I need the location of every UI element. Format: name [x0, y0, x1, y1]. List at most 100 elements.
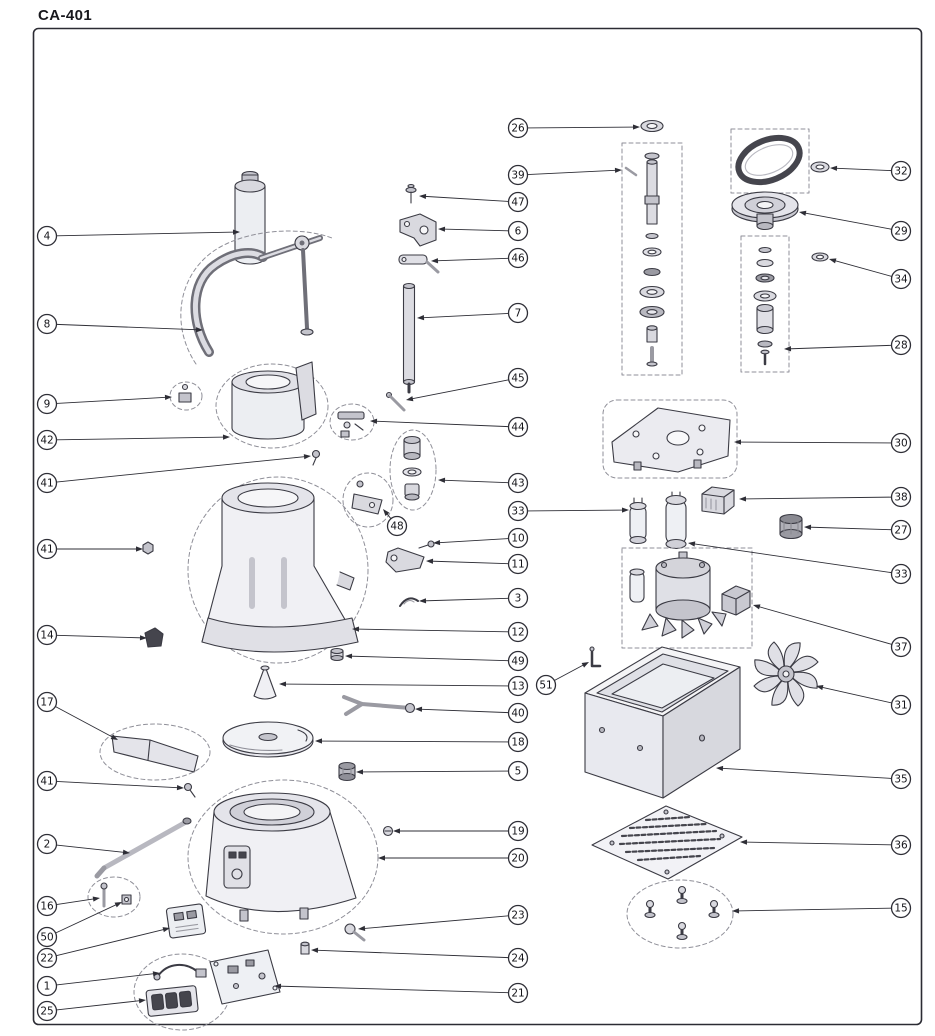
callout-29: 29 — [799, 210, 912, 242]
part-plug — [338, 761, 356, 782]
part-wrench-tool — [342, 695, 416, 716]
callout-number: 26 — [511, 123, 525, 135]
leader-line — [429, 560, 509, 565]
callout-bubble — [507, 500, 529, 522]
callout-number: 36 — [894, 840, 908, 852]
callout-number: 25 — [40, 1006, 53, 1018]
leader-line — [56, 844, 127, 854]
callout-26: 26 — [507, 117, 640, 139]
leader-arrowhead — [804, 524, 812, 530]
callout-bubble — [890, 563, 912, 585]
callout-bubble — [507, 820, 529, 842]
callout-16: 16 — [36, 895, 100, 917]
callout-number: 6 — [515, 226, 522, 238]
part-label-plate — [165, 903, 207, 939]
callout-24: 24 — [311, 947, 529, 969]
leader-arrowhead — [122, 849, 130, 855]
part-vent-plate — [591, 805, 743, 880]
callout-43: 43 — [438, 472, 529, 494]
leader-arrowhead — [274, 983, 282, 989]
part-feed-head — [215, 361, 329, 449]
callout-bubble — [36, 225, 58, 247]
callout-number: 46 — [511, 253, 525, 265]
part-wiring-switches — [133, 953, 231, 1031]
leader-arrowhead — [222, 434, 230, 440]
callout-30: 30 — [734, 432, 912, 454]
leader-arrowhead — [303, 454, 311, 460]
callout-15: 15 — [732, 897, 912, 919]
callout-number: 29 — [894, 226, 907, 238]
callout-number: 17 — [40, 697, 53, 709]
leader-line — [832, 259, 892, 277]
leader-arrowhead — [716, 765, 724, 772]
callout-bubble — [36, 770, 58, 792]
callout-39: 39 — [507, 164, 622, 186]
callout-number: 24 — [511, 953, 525, 965]
part-fan — [753, 641, 819, 707]
part-standoff-24 — [300, 941, 310, 955]
leader-arrowhead — [581, 662, 589, 668]
leader-line — [807, 526, 892, 531]
leader-arrowhead — [114, 902, 122, 908]
callout-bubble — [507, 587, 529, 609]
callout-number: 28 — [894, 340, 907, 352]
callout-bubble — [36, 393, 58, 415]
callout-bubble — [507, 847, 529, 869]
callout-36: 36 — [740, 834, 912, 856]
part-lever-kit — [342, 472, 394, 528]
part-pin-bushing — [87, 876, 141, 918]
callout-number: 5 — [515, 766, 522, 778]
callout-bubble — [36, 313, 58, 335]
leader-line — [802, 212, 892, 230]
leader-line — [56, 396, 169, 404]
callout-bubble — [890, 897, 912, 919]
callout-number: 14 — [40, 630, 54, 642]
callout-8: 8 — [36, 313, 203, 335]
callout-number: 27 — [894, 525, 907, 537]
leader-line — [56, 999, 143, 1011]
callout-19: 19 — [393, 820, 529, 842]
part-clamp — [398, 254, 440, 274]
leader-arrowhead — [311, 947, 319, 953]
callout-number: 45 — [511, 373, 524, 385]
leader-arrowhead — [358, 925, 366, 931]
callout-number: 51 — [539, 680, 552, 692]
callout-number: 22 — [40, 953, 53, 965]
callout-10: 10 — [433, 527, 529, 549]
part-ring-49 — [330, 647, 344, 662]
leader-line — [56, 973, 157, 986]
leader-line — [56, 898, 97, 906]
callout-49: 49 — [345, 650, 529, 672]
part-pin-45 — [385, 391, 406, 412]
leader-line — [355, 628, 509, 633]
callout-27: 27 — [804, 519, 912, 541]
leader-line — [56, 323, 200, 331]
leader-line — [743, 841, 892, 846]
leader-arrowhead — [433, 539, 441, 546]
leader-arrowhead — [138, 998, 146, 1004]
leader-arrowhead — [393, 828, 400, 834]
leader-line — [691, 543, 892, 574]
leader-line — [422, 597, 509, 602]
callout-number: 48 — [390, 521, 403, 533]
callout-46: 46 — [431, 247, 529, 269]
callout-33: 33 — [688, 541, 912, 585]
part-pulley — [731, 191, 799, 231]
callout-number: 43 — [511, 478, 524, 490]
callout-bubble — [890, 268, 912, 290]
part-motor — [621, 547, 753, 649]
part-screw-41c — [183, 782, 196, 798]
callout-38: 38 — [739, 486, 912, 508]
callout-bubble — [507, 302, 529, 324]
callout-bubble — [36, 1000, 58, 1022]
callout-33: 33 — [507, 500, 629, 522]
callout-bubble — [36, 472, 58, 494]
callout-number: 15 — [894, 903, 907, 915]
callout-number: 31 — [894, 700, 907, 712]
callout-bubble — [36, 538, 58, 560]
leader-line — [318, 740, 509, 743]
part-screw-10 — [418, 540, 435, 549]
leader-arrowhead — [734, 439, 742, 445]
callout-bubble — [507, 982, 529, 1004]
